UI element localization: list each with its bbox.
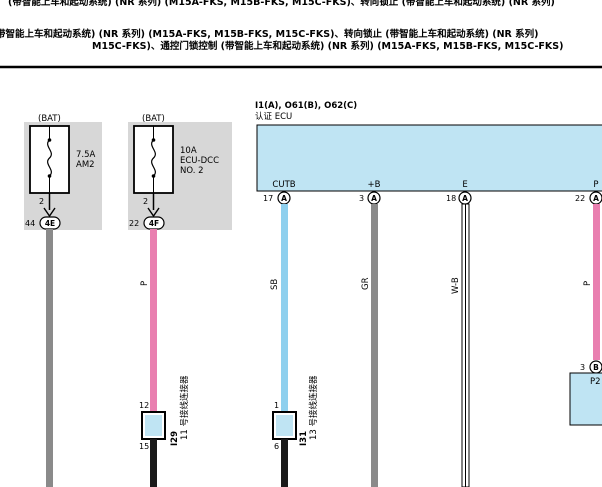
connector-p2: 3 B P2 [569, 360, 602, 426]
wire-ecu-dcc-pink [150, 229, 157, 412]
ecu-connector-title: I1(A), O61(B), O62(C) [255, 101, 357, 111]
svg-text:A: A [462, 194, 468, 203]
ecu-subtitle: 认证 ECU [255, 111, 292, 122]
connector-p2-body [569, 372, 602, 426]
junction-i29-id: I29 [170, 431, 180, 446]
fuse-ecu-dcc-source: (BAT) [142, 114, 165, 124]
connector-p2-pin: 3 [580, 363, 585, 372]
junction-i29-pin-top: 12 [139, 401, 149, 410]
wire-plus-b-color-label: GR [361, 277, 371, 290]
terminal-e-name: E [462, 180, 467, 190]
junction-i29-inner [145, 415, 162, 436]
fuse-ecu-dcc-symbol [151, 139, 156, 177]
terminal-e-pin: 18 [446, 194, 456, 203]
connector-4f-label: 4F [149, 219, 159, 228]
fuse-ecu-dcc-number: NO. 2 [180, 166, 204, 176]
wire-cutb-color-label: SB [270, 279, 280, 290]
wire-p-pink [593, 204, 600, 360]
fuse-ecu-dcc-rating: 10A [180, 146, 197, 156]
connector-p2-connector: B [593, 363, 599, 372]
wire-p-color-label: P [583, 281, 593, 286]
junction-i31-desc: 13 号接线连接器 [308, 375, 319, 440]
wire-i29-out-black [150, 439, 157, 487]
fuse-am2-name: AM2 [76, 160, 95, 170]
junction-i29-pin-bottom: 15 [139, 442, 149, 451]
fuse-am2-circuit-pin: 44 [25, 219, 35, 228]
junction-i31-pin-top: 1 [274, 401, 279, 410]
wire-ecu-dcc-color-label: P [140, 281, 150, 286]
fuse-ecu-dcc: (BAT) 10A ECU-DCC NO. 2 2 22 4F [128, 114, 232, 230]
ecu-body [256, 124, 602, 192]
fuse-am2-rating: 7.5A [76, 150, 96, 160]
junction-i29-desc: 11 号接线连接器 [179, 375, 190, 440]
svg-text:A: A [371, 194, 377, 203]
header-line-2: M15C-FKS)、通控门锁控制 (带智能上车和起动系统) (NR 系列) (M… [92, 40, 563, 52]
wire-plus-b-gray [371, 204, 378, 487]
junction-i31-id: I31 [299, 431, 309, 446]
connector-p2-label: P2 [590, 377, 601, 387]
terminal-p-pin: 22 [575, 194, 585, 203]
fuse-am2-pin: 2 [39, 197, 44, 206]
fuse-am2: (BAT) 7.5A AM2 2 44 4E [24, 114, 102, 230]
terminal-plus-b-name: +B [368, 180, 381, 190]
certification-ecu: I1(A), O61(B), O62(C) 认证 ECU CUTB +B E P… [255, 101, 602, 205]
wire-am2-gray [46, 229, 53, 487]
junction-connector-i31: 1 I31 13 号接线连接器 6 [272, 375, 319, 451]
header-line-0: (带智能上车和起动系统) (NR 系列) (M15A-FKS, M15B-FKS… [8, 0, 555, 8]
fuse-am2-symbol [47, 139, 52, 177]
fuse-ecu-dcc-pin: 2 [143, 197, 148, 206]
terminal-p-name: P [593, 180, 598, 190]
junction-connector-i29: 12 I29 11 号接线连接器 15 [139, 375, 190, 451]
fuse-am2-source: (BAT) [38, 114, 61, 124]
fuse-ecu-dcc-name: ECU-DCC [180, 156, 219, 166]
diagram-header: (带智能上车和起动系统) (NR 系列) (M15A-FKS, M15B-FKS… [0, 0, 563, 52]
fuse-ecu-dcc-circuit-pin: 22 [129, 219, 139, 228]
wire-i31-out-black [281, 439, 288, 487]
terminal-plus-b-pin: 3 [359, 194, 364, 203]
header-line-1: 带智能上车和起动系统) (NR 系列) (M15A-FKS, M15B-FKS,… [0, 28, 539, 40]
terminal-cutb-name: CUTB [272, 180, 295, 190]
wire-e-color-label: W-B [451, 277, 461, 294]
wire-cutb-sky-blue [281, 204, 288, 412]
junction-i31-inner [276, 415, 293, 436]
svg-text:A: A [281, 194, 287, 203]
connector-4e-label: 4E [45, 219, 55, 228]
terminal-cutb-pin: 17 [263, 194, 273, 203]
junction-i31-pin-bottom: 6 [274, 442, 279, 451]
svg-text:A: A [593, 194, 599, 203]
